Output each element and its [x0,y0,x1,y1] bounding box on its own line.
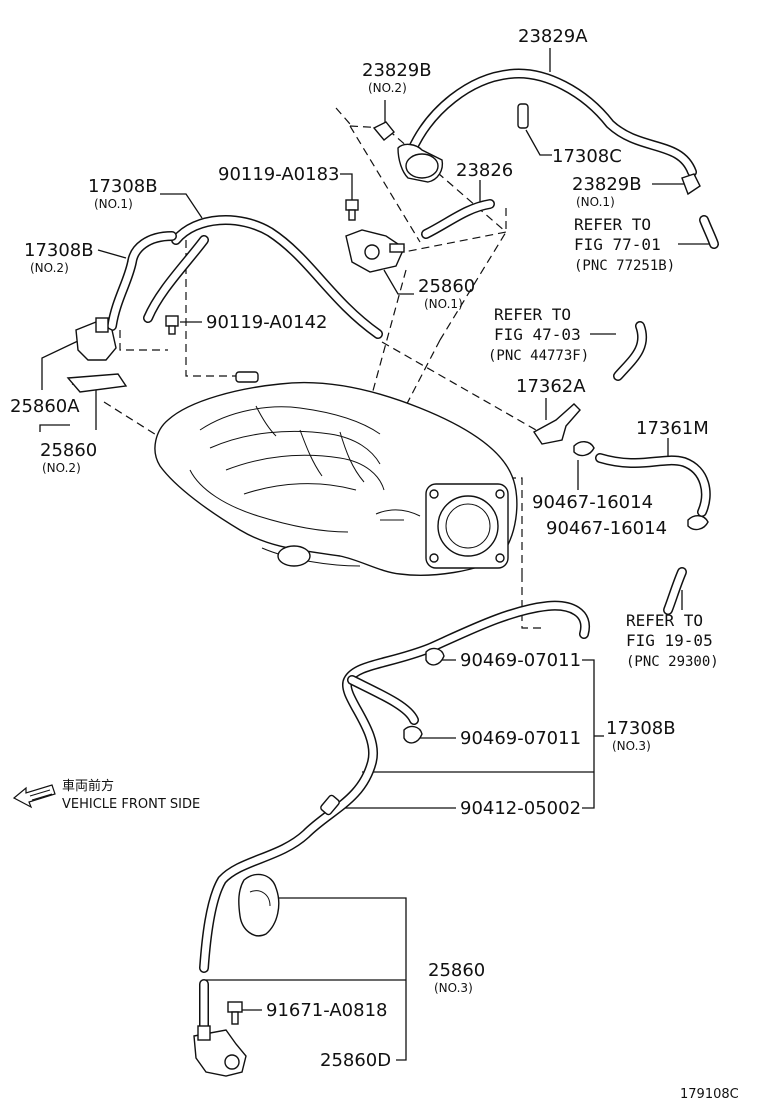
label-25860-no3: 25860 [428,960,485,981]
ref19-line1: REFER TO [626,611,703,630]
clamp-bracket-25860-no3 [238,873,280,937]
label-25860-no1: 25860 [418,276,475,297]
label-90467-b: 90467-16014 [546,518,667,539]
label-23829B-right-sub: (NO.1) [576,195,615,209]
label-90469-b: 90469-07011 [460,728,581,749]
callout-labels: 23829A 23829B (NO.2) 17308C 23826 90119-… [10,26,709,1071]
reference-notes: REFER TO FIG 77-01 (PNC 77251B) REFER TO… [488,215,719,670]
canister-23829B-no2 [372,121,395,141]
label-17308B-no1: 17308B [88,176,158,197]
clamp-90469-b [403,725,423,744]
bolt-90119-A0142 [165,315,179,335]
label-25860-no1-sub: (NO.1) [424,297,463,311]
ref47-line1: REFER TO [494,305,571,324]
hose-ref47 [613,321,648,381]
vsv-25860-no1 [345,229,405,273]
clamp-90467-b [687,515,709,531]
bolt-90119-A0183 [345,199,359,221]
label-25860-no2-sub: (NO.2) [42,461,81,475]
ref47-line3: (PNC 44773F) [488,348,589,364]
ref77-line3: (PNC 77251B) [574,258,675,274]
hose-ref77 [699,215,719,249]
vsv-25860A [75,317,117,361]
label-25860-no2: 25860 [40,440,97,461]
label-25860D: 25860D [320,1050,391,1071]
label-23829B-top-sub: (NO.2) [368,81,407,95]
ref77-line2: FIG 77-01 [574,235,661,254]
label-17308B-no3: 17308B [606,718,676,739]
ref77-line1: REFER TO [574,215,651,234]
figure-id: 179108C [680,1087,739,1102]
intake-manifold [154,371,518,576]
clip-90412 [320,794,340,816]
label-91671-A0818: 91671-A0818 [266,1000,387,1021]
hose-17361M [595,453,711,517]
upper-hose-23829A [407,68,697,177]
hose-17308B-no2 [107,231,177,331]
label-23826: 23826 [456,160,513,181]
label-25860-no3-sub: (NO.3) [434,981,473,995]
front-note-english: VEHICLE FRONT SIDE [62,797,200,812]
label-17362A: 17362A [516,376,586,397]
clamp-90467-a [573,441,595,457]
label-17308B-no1-sub: (NO.1) [94,197,133,211]
hose-23826 [421,199,495,239]
ref19-line2: FIG 19-05 [626,631,713,650]
label-90467-a: 90467-16014 [532,492,653,513]
vsv-25860D [193,1025,247,1077]
vsv-23826-assembly [397,143,444,183]
vehicle-front-note: 車両前方 VEHICLE FRONT SIDE [12,778,200,812]
bolt-91671-A0818 [227,1001,243,1025]
hose-ref19 [663,567,687,615]
label-90119-A0142: 90119-A0142 [206,312,327,333]
ref47-line2: FIG 47-03 [494,325,581,344]
hose-17308B-no1 [143,215,383,339]
ref19-line3: (PNC 29300) [626,654,719,670]
label-25860A: 25860A [10,396,80,417]
label-90412: 90412-05002 [460,798,581,819]
front-note-japanese: 車両前方 [62,778,114,794]
label-17308C: 17308C [552,146,622,167]
label-17361M: 17361M [636,418,709,439]
label-17308B-no2-sub: (NO.2) [30,261,69,275]
clamp-90469-a [425,647,445,666]
pipe-17362A [532,403,581,445]
label-17308B-no3-sub: (NO.3) [612,739,651,753]
label-23829A: 23829A [518,26,588,47]
label-17308B-no2: 17308B [24,240,94,261]
clip-17308C [517,103,529,129]
label-23829B-right: 23829B [572,174,642,195]
bracket-25860-no2 [66,373,128,393]
label-90469-a: 90469-07011 [460,650,581,671]
front-direction-arrow-icon [12,784,56,809]
label-90119-A0183: 90119-A0183 [218,164,339,185]
clip-23829B-right [681,173,701,196]
label-23829B-top: 23829B [362,60,432,81]
